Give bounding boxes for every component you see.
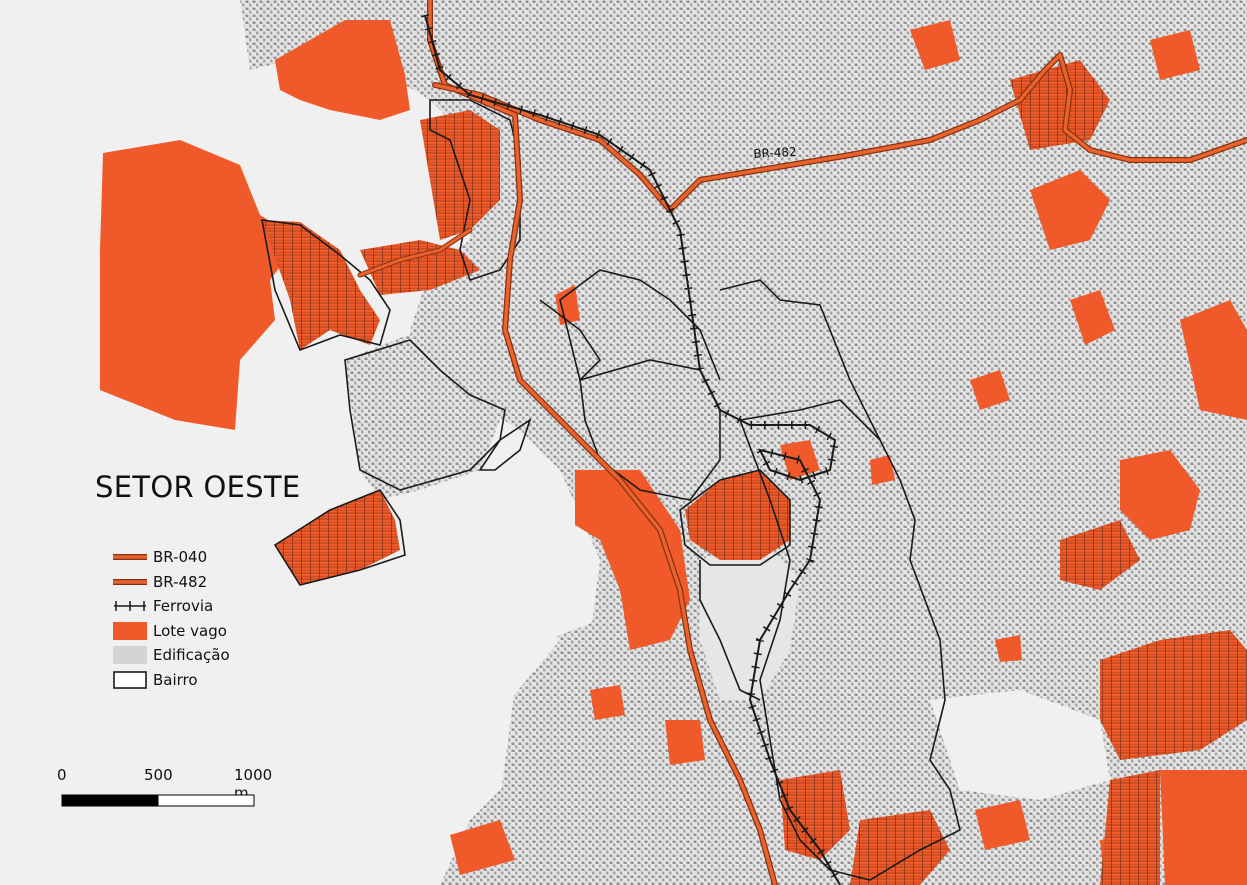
legend-label: BR-040 (153, 548, 208, 567)
scale-bar: 0 500 1000 m (56, 766, 272, 811)
legend-label: Edificação (153, 646, 230, 665)
buildings-layer (240, 0, 1247, 885)
map-title: SETOR OESTE (95, 470, 301, 504)
neighborhood-boundaries-layer (261, 99, 961, 881)
legend-item-br-040: BR-040 (113, 545, 230, 570)
scale-bar-graphic (61, 794, 255, 807)
open-areas-layer (0, 0, 1110, 885)
legend-item-edificacao: Edificação (113, 643, 230, 668)
legend-label: Ferrovia (153, 597, 214, 616)
legend-label: BR-482 (153, 572, 208, 591)
lot-blocks-layer (262, 60, 1247, 885)
legend-label: Lote vago (153, 621, 227, 640)
legend-item-lote-vago: Lote vago (113, 619, 230, 644)
road-line-icon (113, 572, 147, 592)
legend-item-br-482: BR-482 (113, 570, 230, 595)
legend-item-ferrovia: Ferrovia (113, 594, 230, 619)
scale-label-0: 0 (57, 766, 67, 784)
road-line-icon (113, 547, 147, 567)
railway-layer (421, 13, 844, 885)
scale-label-500: 500 (144, 766, 173, 784)
br-482-road-label: BR-482 (753, 144, 798, 161)
roads-layer (357, 0, 1247, 885)
neighborhood-boundary-swatch (113, 670, 147, 690)
legend-label: Bairro (153, 670, 198, 689)
legend: BR-040 BR-482 Ferrovia Lote vago Edifica… (113, 545, 230, 692)
railway-icon (113, 596, 147, 616)
vacant-lot-swatch (113, 621, 147, 641)
building-swatch (113, 645, 147, 665)
legend-item-bairro: Bairro (113, 668, 230, 693)
